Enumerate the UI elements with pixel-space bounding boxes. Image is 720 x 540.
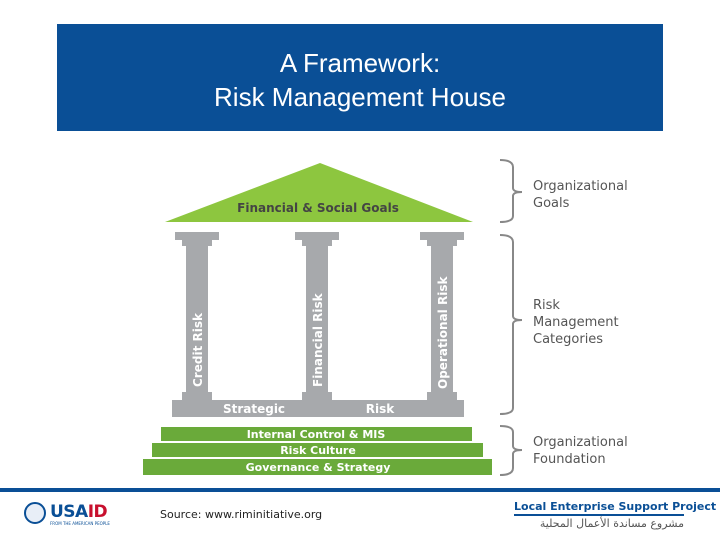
source-citation: Source: www.riminitiative.org: [160, 508, 323, 521]
lesp-logo-bar: [514, 514, 684, 516]
pillar-operational-risk: Operational Risk: [420, 232, 464, 400]
footer-divider: [0, 488, 720, 492]
pillar-label: Financial Risk: [311, 292, 325, 387]
usaid-seal-icon: [24, 502, 46, 524]
foundation-label: Risk Culture: [280, 444, 356, 457]
usaid-logo: USAID: [50, 502, 108, 522]
bracket-goals: [499, 159, 523, 223]
foundation-governance: [143, 459, 492, 475]
lesp-logo-english: Local Enterprise Support Project: [514, 500, 717, 513]
foundation-label: Governance & Strategy: [246, 461, 391, 474]
pillar-label: Operational Risk: [436, 276, 450, 389]
bracket-categories: [499, 234, 523, 415]
beam-label-left: Strategic: [223, 402, 285, 416]
title-line-1: A Framework:: [279, 48, 441, 78]
foundation-label: Internal Control & MIS: [247, 428, 386, 441]
lesp-logo-arabic: مشروع مساندة الأعمال المحلية: [539, 517, 684, 530]
foundation-internal-control: [161, 427, 472, 441]
usaid-tagline: FROM THE AMERICAN PEOPLE: [50, 521, 110, 526]
strategic-risk-beam: [172, 400, 464, 417]
title-banner: A Framework: Risk Management House: [57, 24, 663, 131]
bracket-foundation: [499, 425, 523, 476]
bracket-label: Organizational Foundation: [533, 435, 632, 467]
roof: [165, 163, 473, 222]
bracket-label: Risk Management Categories: [533, 298, 623, 347]
pillar-credit-risk: Credit Risk: [175, 232, 219, 400]
foundation-risk-culture: [152, 443, 483, 457]
bracket-label: Organizational Goals: [533, 179, 632, 211]
pillar-label: Credit Risk: [191, 312, 205, 387]
beam-label-right: Risk: [366, 402, 395, 416]
title-line-2: Risk Management House: [214, 82, 506, 112]
roof-label: Financial & Social Goals: [237, 201, 399, 215]
pillar-financial-risk: Financial Risk: [295, 232, 339, 400]
